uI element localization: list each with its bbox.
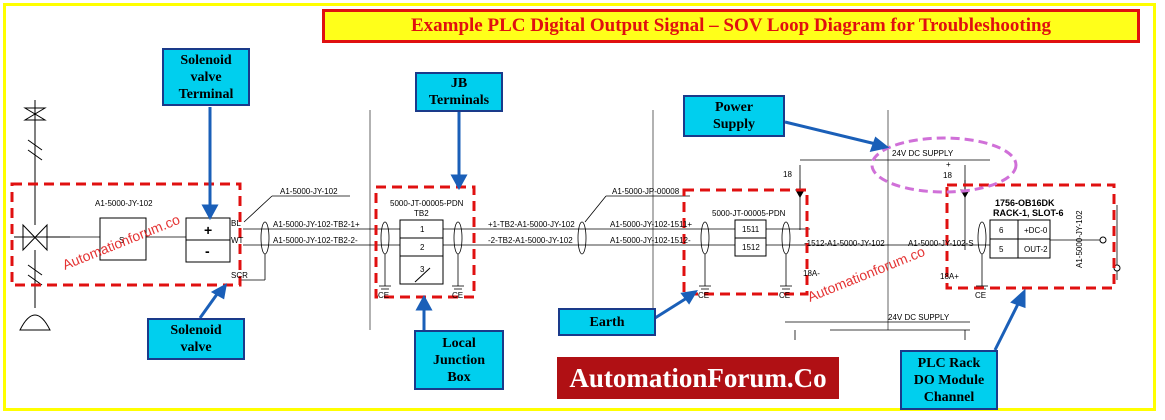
callout-plc-rack: PLC Rack DO Module Channel [900, 350, 998, 410]
ce-label: CE [975, 291, 986, 300]
node-18a-plus: 18A+ [940, 272, 959, 281]
dc0-label: +DC-0 [1024, 226, 1048, 235]
ce-label: CE [698, 291, 709, 300]
earth-box [682, 188, 809, 296]
wire5-tag: A1-5000-JY-102-1511+ [610, 220, 692, 229]
power-supply-ellipse [870, 136, 1018, 194]
wire1-tag: A1-5000-JY-102-TB2-1+ [273, 220, 360, 229]
wire6-tag: A1-5000-JY-102-1512- [610, 236, 691, 245]
wire2-tag: A1-5000-JY-102-TB2-2- [273, 236, 358, 245]
bl-label: BL [231, 219, 241, 228]
wt-label: WT [231, 236, 244, 245]
wire4-tag: -2-TB2-A1-5000-JY-102 [488, 236, 573, 245]
callout-power-supply: Power Supply [683, 95, 785, 137]
callout-solenoid-valve: Solenoid valve [147, 318, 245, 360]
jb-terminal-strip [399, 219, 444, 285]
plc-card [989, 219, 1051, 259]
brand-label: AutomationForum.Co [569, 362, 827, 393]
wire8-tag: A1-5000-JY-102-S [908, 239, 974, 248]
plc-rack-box [945, 183, 1116, 290]
supply-plus: + [946, 160, 951, 169]
supply-18: 18 [943, 171, 952, 180]
supply-bottom-label: 24V DC SUPPLY [888, 313, 950, 322]
supply-top-label: 24V DC SUPPLY [892, 149, 954, 158]
terminal-1: 1 [420, 225, 425, 234]
jb-tag: 5000-JT-00005-PDN [390, 199, 464, 208]
earth-symbol [264, 254, 988, 290]
outer-frame [3, 3, 1156, 411]
wire7-tag: -1512-A1-5000-JY-102 [804, 239, 885, 248]
terminal-2: 2 [420, 243, 425, 252]
node-18: 18 [783, 170, 792, 179]
terminal-1512: 1512 [742, 243, 760, 252]
brand-banner: AutomationForum.Co [557, 357, 839, 399]
valve-symbol [14, 100, 70, 331]
callout-earth: Earth [558, 308, 656, 336]
pin-5: 5 [999, 245, 1004, 254]
callout-solenoid-terminal: Solenoid valve Terminal [162, 48, 250, 106]
sov-tag: A1-5000-JY-102 [95, 199, 153, 208]
marshalling-terminal-strip [734, 219, 767, 257]
callout-jb-terminals: JB Terminals [415, 72, 503, 112]
minus-terminal: - [205, 243, 210, 259]
mjb-tag: 5000-JT-00005-PDN [712, 209, 786, 218]
cable1-tag: A1-5000-JY-102 [280, 187, 338, 196]
wire3-tag: +1-TB2-A1-5000-JY-102 [488, 220, 575, 229]
vertical-tag: A1-5000-JY-102 [1075, 210, 1084, 268]
ce-label: CE [378, 291, 389, 300]
callout-local-jb: Local Junction Box [414, 330, 504, 390]
pin-6: 6 [999, 226, 1004, 235]
ce-label: CE [779, 291, 790, 300]
node-18a-minus: 18A- [803, 269, 820, 278]
plus-terminal: + [204, 222, 212, 238]
tb2-label: TB2 [414, 209, 429, 218]
title-banner: Example PLC Digital Output Signal – SOV … [322, 9, 1140, 43]
scr-label: SCR [231, 271, 248, 280]
sov-symbol: S [119, 236, 124, 245]
ce-label: CE [452, 291, 463, 300]
out2-label: OUT-2 [1024, 245, 1048, 254]
card-slot: RACK-1, SLOT-6 [993, 208, 1064, 218]
page-title: Example PLC Digital Output Signal – SOV … [410, 15, 1052, 36]
card-model: 1756-OB16DK [995, 198, 1055, 208]
solenoid-block [99, 217, 147, 261]
terminal-1511: 1511 [742, 225, 760, 234]
terminal-3: 3 [420, 265, 425, 274]
solenoid-valve-box [10, 182, 242, 287]
cable2-tag: A1-5000-JP-00008 [612, 187, 680, 196]
